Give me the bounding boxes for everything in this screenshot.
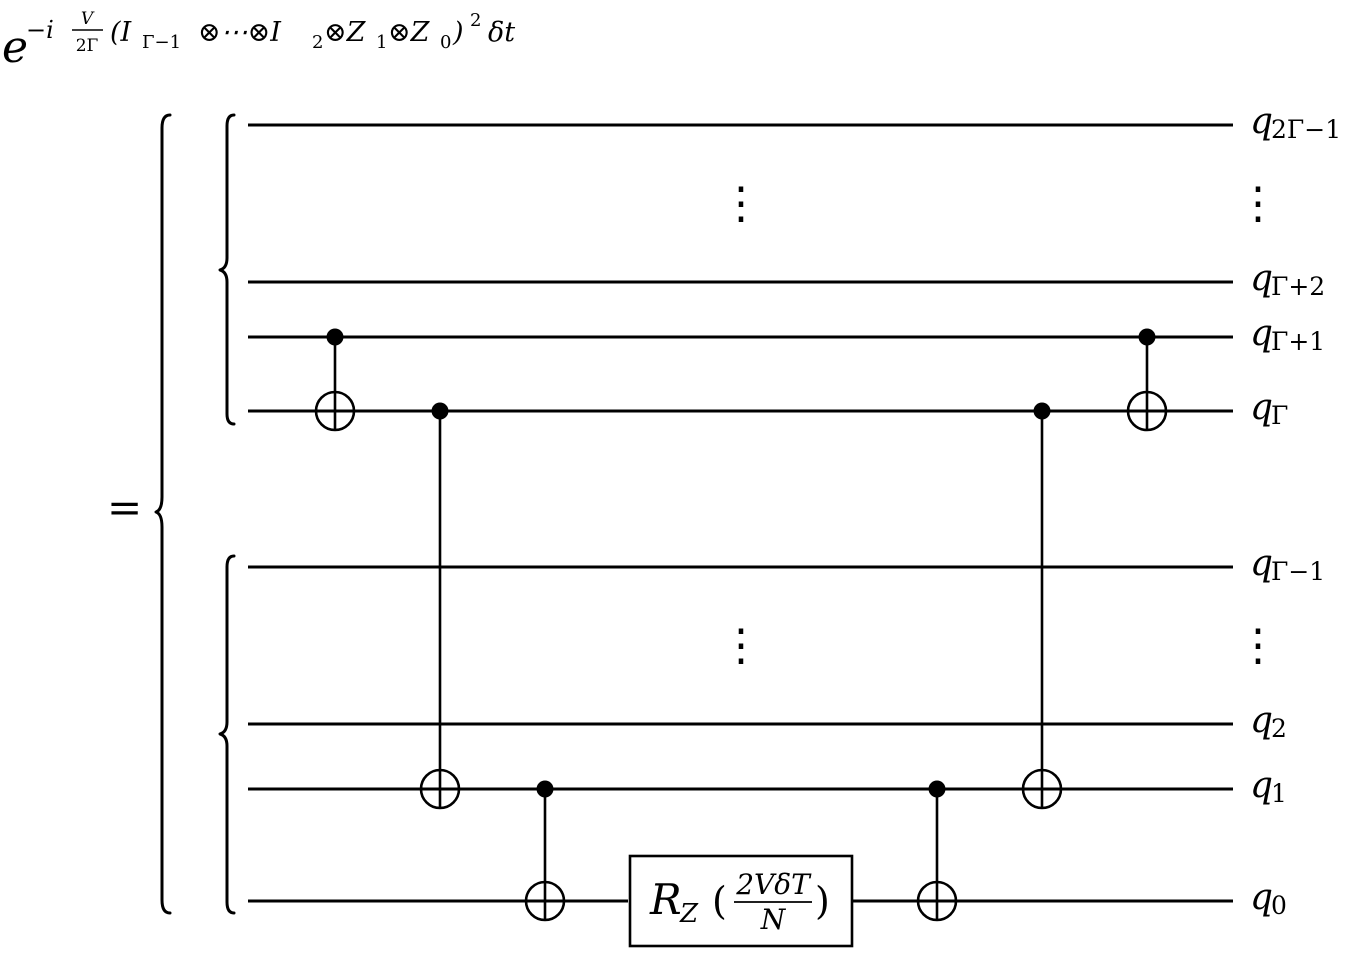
qubit-label: q Γ+1 bbox=[1250, 313, 1325, 356]
qubit-label: q 2 bbox=[1250, 700, 1287, 743]
qubit-letter: q bbox=[1250, 700, 1273, 741]
rz-frac-num: 2VδT bbox=[735, 868, 812, 901]
qubit-subscript: 0 bbox=[1271, 891, 1287, 920]
lower-register-brace bbox=[218, 554, 236, 915]
wires bbox=[248, 123, 1233, 903]
formula-sub3: 1 bbox=[376, 32, 387, 53]
rz-gate: R Z ( 2VδT N ) bbox=[628, 854, 854, 948]
formula-base: e bbox=[2, 22, 28, 73]
qubit-subscript: Γ−1 bbox=[1271, 557, 1325, 586]
control-dot bbox=[928, 780, 946, 798]
qubit-letter: q bbox=[1250, 543, 1273, 584]
qubit-letter: q bbox=[1250, 313, 1273, 354]
qubit-label: q Γ−1 bbox=[1250, 543, 1325, 586]
rz-close-paren: ) bbox=[815, 879, 830, 923]
outer-brace bbox=[154, 113, 172, 915]
formula-op1: (I bbox=[110, 17, 133, 48]
formula-exp-prefix: −i bbox=[26, 16, 54, 44]
ellipsis-lower-middle: ⋮ bbox=[719, 620, 763, 671]
qubit-subscript: Γ+1 bbox=[1271, 327, 1325, 356]
cnot-gate bbox=[524, 780, 566, 922]
upper-register-brace bbox=[218, 113, 236, 426]
cnot-gate bbox=[1126, 328, 1168, 432]
rz-gate-box bbox=[628, 854, 854, 948]
qubit-subscript: Γ+2 bbox=[1271, 272, 1325, 301]
formula-op3: ⊗Z bbox=[324, 17, 367, 48]
qubit-subscript: 2Γ−1 bbox=[1271, 115, 1341, 144]
formula-sub1: Γ−1 bbox=[142, 32, 181, 53]
ellipsis-lower-label: ⋮ bbox=[1236, 620, 1280, 671]
qubit-labels: q 2Γ−1 q Γ+2 q Γ+1 q Γ q Γ−1 q 2 q 1 q 0 bbox=[1250, 101, 1341, 920]
cnot-gate bbox=[1021, 402, 1063, 810]
formula-sub4: 0 bbox=[440, 32, 451, 53]
rz-sub: Z bbox=[679, 899, 699, 929]
qubit-subscript: 1 bbox=[1271, 779, 1287, 808]
qubit-letter: q bbox=[1250, 387, 1273, 428]
rz-frac-den: N bbox=[760, 903, 787, 936]
control-dot bbox=[1138, 328, 1156, 346]
formula-frac-num: V bbox=[81, 9, 95, 29]
cnot-gate bbox=[314, 328, 356, 432]
qubit-subscript: 2 bbox=[1271, 714, 1287, 743]
qubit-label: q Γ+2 bbox=[1250, 258, 1325, 301]
equals-sign: = bbox=[107, 483, 142, 532]
qubit-label: q 0 bbox=[1250, 877, 1287, 920]
cnot-gate bbox=[419, 402, 461, 810]
rz-name: R bbox=[649, 875, 682, 924]
qubit-letter: q bbox=[1250, 101, 1273, 142]
qubit-letter: q bbox=[1250, 258, 1273, 299]
qubit-label: q 2Γ−1 bbox=[1250, 101, 1341, 144]
formula-op5: ) bbox=[452, 17, 464, 48]
formula-sub2: 2 bbox=[312, 32, 323, 53]
formula-op2: ⊗⋯⊗I bbox=[198, 17, 282, 48]
qubit-label: q 1 bbox=[1250, 765, 1287, 808]
control-dot bbox=[431, 402, 449, 420]
qubit-letter: q bbox=[1250, 877, 1273, 918]
qubit-subscript: Γ bbox=[1271, 401, 1288, 430]
ellipsis-upper-middle: ⋮ bbox=[719, 178, 763, 229]
qubit-label: q Γ bbox=[1250, 387, 1288, 430]
control-dot bbox=[536, 780, 554, 798]
ellipsis-upper-label: ⋮ bbox=[1236, 178, 1280, 229]
cnot-gate bbox=[916, 780, 958, 922]
formula: e −i V 2Γ (I Γ−1 ⊗⋯⊗I 2 ⊗Z 1 ⊗Z 0 ) 2 δt bbox=[2, 9, 515, 73]
control-dot bbox=[326, 328, 344, 346]
qubit-letter: q bbox=[1250, 765, 1273, 806]
formula-op4: ⊗Z bbox=[388, 17, 431, 48]
rz-open-paren: ( bbox=[712, 879, 727, 923]
formula-suffix: δt bbox=[488, 17, 515, 48]
control-dot bbox=[1033, 402, 1051, 420]
formula-frac-den: 2Γ bbox=[76, 36, 99, 56]
formula-square: 2 bbox=[470, 10, 481, 31]
